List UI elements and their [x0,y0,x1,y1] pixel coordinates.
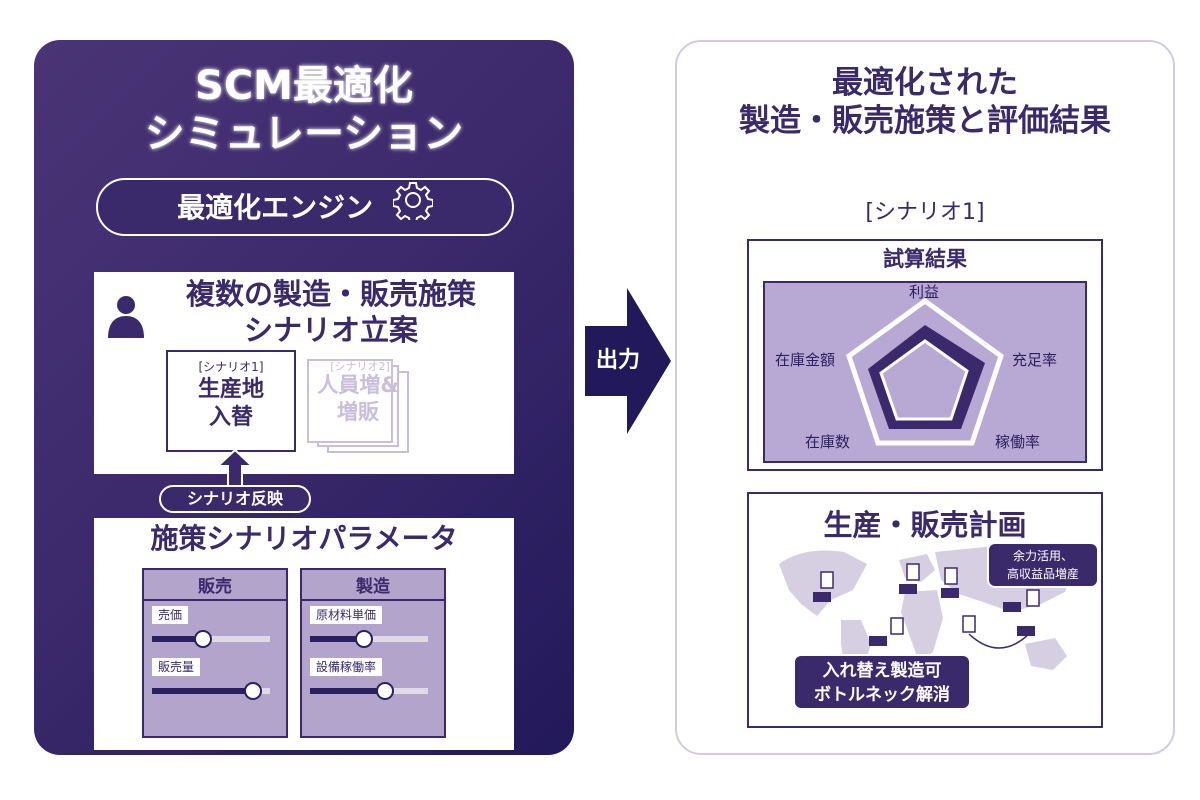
radar-label-utilization: 稼働率 [995,433,1041,451]
output-arrow-icon [585,288,671,438]
manufacturing-column-head: 製造 [302,572,444,601]
person-icon [106,294,146,344]
title-line-1: SCM最適化 [195,63,413,109]
utilization-slider[interactable] [310,682,428,700]
callout-2-line-2: ボトルネック解消 [814,685,950,705]
utilization-slider-knob[interactable] [376,682,395,700]
radar-label-inventory-count: 在庫数 [805,433,851,451]
radar-label-fill-rate: 充足率 [1012,351,1058,369]
material-cost-slider[interactable] [310,630,428,648]
callout-high-margin: 余力活用、 高収益品増産 [987,542,1099,588]
price-slider-knob[interactable] [193,630,212,648]
simulation-panel: SCM最適化 シミュレーション 最適化エンジン 複数の製造・販売施策 シナリオ立… [34,40,574,755]
output-label: 出力 [596,348,641,373]
utilization-slider-fill [310,688,385,694]
material-cost-slider-knob[interactable] [355,630,374,648]
scenario-planning-title: 複数の製造・販売施策 シナリオ立案 [148,276,514,348]
radar-label-inventory-value: 在庫金額 [775,351,836,369]
callout-1-line-2: 高収益品増産 [1006,567,1079,581]
scenario-reflect-badge: シナリオ反映 [159,485,311,513]
scenario-title-line-2: シナリオ立案 [243,313,418,347]
scenario-1-label: [シナリオ1] [198,360,264,374]
radar-label-profit: 利益 [909,283,940,301]
radar-chart: 利益 充足率 稼働率 在庫数 在庫金額 [763,281,1087,463]
panel-title: SCM最適化 シミュレーション [34,62,574,158]
result-title-line-1: 最適化された [832,65,1018,101]
scenario-1-line-1: 生産地 [197,377,264,402]
sales-volume-slider-fill [152,688,253,694]
scenario-2-line-1: 人員増& [317,373,399,397]
scenario-planning-box: 複数の製造・販売施策 シナリオ立案 [シナリオ2] 人員増& 増販 [シナリオ1… [94,272,514,474]
result-panel-title: 最適化された 製造・販売施策と評価結果 [677,64,1173,140]
price-label: 売価 [152,606,189,624]
sales-column-head: 販売 [144,572,286,601]
manufacturing-parameter-column: 製造 原材料単価 設備稼働率 [300,568,446,738]
parameter-title: 施策シナリオパラメータ [150,522,458,555]
production-sales-plan-box: 生産・販売計画 余力活用、 高収益品増産 入れ替え製造可 ボトルネック解消 [747,492,1103,728]
callout-2-line-1: 入れ替え製造可 [822,661,942,681]
result-panel: 最適化された 製造・販売施策と評価結果 [シナリオ1] 試算結果 利益 充足率 … [675,40,1175,755]
engine-label: 最適化エンジン [177,191,374,224]
scenario-2-line-2: 増販 [337,400,379,424]
scenario-1-document: [シナリオ1] 生産地 入替 [166,350,296,452]
material-cost-label: 原材料単価 [310,606,383,624]
gear-icon [391,180,434,238]
price-slider-fill [152,636,202,642]
radar-outer-polygon [846,297,1004,446]
optimization-engine-badge: 最適化エンジン [96,178,514,236]
trial-result-box: 試算結果 利益 充足率 稼働率 在庫数 在庫金額 [747,239,1103,471]
scenario-title-line-1: 複数の製造・販売施策 [185,277,476,311]
sales-volume-slider[interactable] [152,682,270,700]
scenario-2-text: 人員増& 増販 [306,372,410,426]
sales-volume-label: 販売量 [152,658,201,676]
plan-title: 生産・販売計画 [823,508,1027,542]
scenario-1-line-2: 入替 [208,405,253,430]
scenario-2-document: [シナリオ2] 人員増& 増販 [306,358,416,458]
utilization-label: 設備稼働率 [310,658,383,676]
radar-inner-polygon [879,339,969,421]
callout-1-line-1: 余力活用、 [1012,549,1073,563]
trial-result-title: 試算結果 [883,247,967,271]
title-line-2: シミュレーション [144,111,464,157]
scenario-2-label: [シナリオ2] [330,360,390,373]
material-cost-slider-fill [310,636,364,642]
scenario-1-text: 生産地 入替 [168,376,294,432]
result-title-line-2: 製造・販売施策と評価結果 [739,103,1111,139]
callout-bottleneck: 入れ替え製造可 ボトルネック解消 [793,654,971,710]
parameter-box: 施策シナリオパラメータ 販売 売価 販売量 製造 原材料単価 設備稼働率 [94,518,514,750]
price-slider[interactable] [152,630,270,648]
sales-volume-slider-knob[interactable] [244,682,263,700]
sales-parameter-column: 販売 売価 販売量 [142,568,288,738]
result-scenario-label: [シナリオ1] [865,200,985,225]
reflect-label: シナリオ反映 [186,489,283,508]
